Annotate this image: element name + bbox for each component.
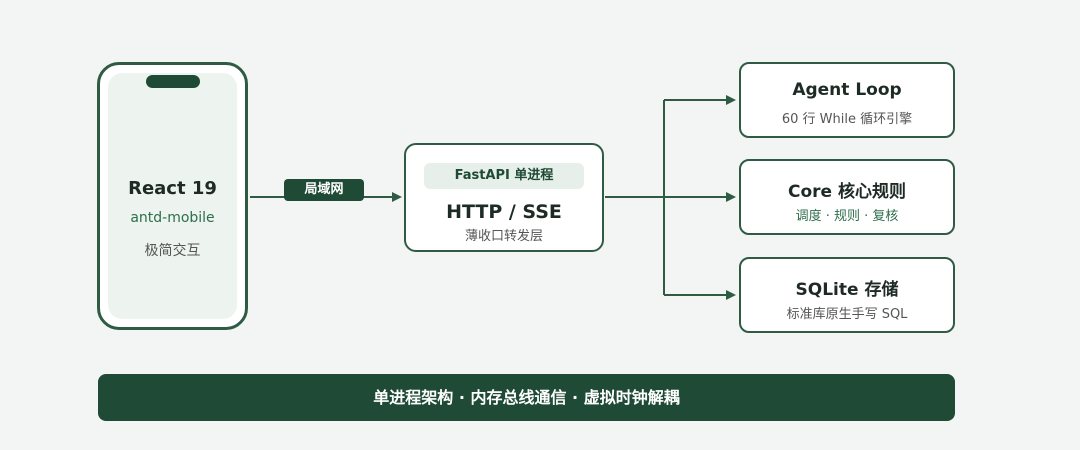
module-title: SQLite 存储 (795, 280, 899, 300)
client-phone: React 19 antd-mobile 极简交互 (97, 62, 248, 330)
server-title: HTTP / SSE (446, 201, 562, 223)
module-subtitle: 60 行 While 循环引擎 (781, 112, 913, 127)
module-subtitle: 调度 · 规则 · 复核 (795, 209, 899, 224)
footer-banner: 单进程架构 · 内存总线通信 · 虚拟时钟解耦 (98, 374, 955, 421)
module-subtitle: 标准库原生手写 SQL (786, 307, 908, 322)
client-title: React 19 (128, 178, 217, 199)
phone-notch (145, 75, 200, 88)
module-sqlite: SQLite 存储 标准库原生手写 SQL (739, 257, 955, 333)
link-label: 局域网 (284, 179, 364, 201)
server-subtitle: 薄收口转发层 (464, 229, 543, 244)
client-note: 极简交互 (144, 243, 201, 259)
server-badge: FastAPI 单进程 (424, 163, 584, 189)
module-agent-loop: Agent Loop 60 行 While 循环引擎 (739, 62, 955, 138)
phone-screen (108, 73, 237, 319)
server-box: FastAPI 单进程 HTTP / SSE 薄收口转发层 (404, 143, 604, 252)
module-title: Core 核心规则 (788, 182, 906, 202)
client-subtitle: antd-mobile (130, 210, 215, 226)
module-title: Agent Loop (792, 80, 902, 100)
module-core: Core 核心规则 调度 · 规则 · 复核 (739, 159, 955, 235)
